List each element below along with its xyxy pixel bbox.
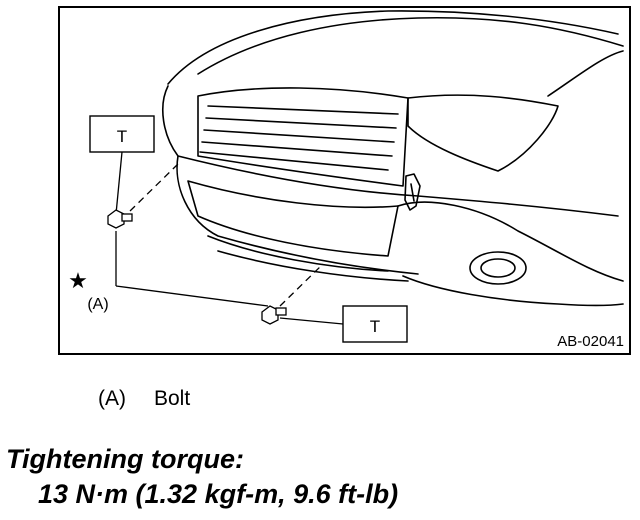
torque-value: 13 N·m (1.32 kgf-m, 9.6 ft-lb) [38, 479, 399, 509]
figure-frame [58, 6, 631, 355]
bolt-icon [107, 209, 133, 229]
vehicle-front-outline [162, 10, 624, 307]
illustration-figure: T T ★ (A) AB-02041 [58, 6, 631, 355]
front-bumper-drawing: T T ★ (A) AB-02041 [58, 6, 631, 355]
callout-box-bottom [342, 305, 408, 343]
bolt-icon [261, 305, 287, 325]
legend-label: Bolt [154, 387, 191, 410]
legend: (A) Bolt [98, 387, 190, 411]
figure-code: AB-02041 [557, 333, 624, 350]
legend-ref: (A) [98, 387, 126, 410]
leader-lines [115, 151, 344, 325]
callout-box-top [89, 115, 155, 153]
callout-label-top: T [117, 127, 127, 146]
torque-heading: Tightening torque: [6, 444, 244, 474]
dashed-guide-lines [129, 163, 324, 307]
bolt-reference-label: (A) [87, 296, 108, 313]
callout-label-bottom: T [370, 317, 380, 336]
star-icon: ★ [68, 269, 88, 294]
